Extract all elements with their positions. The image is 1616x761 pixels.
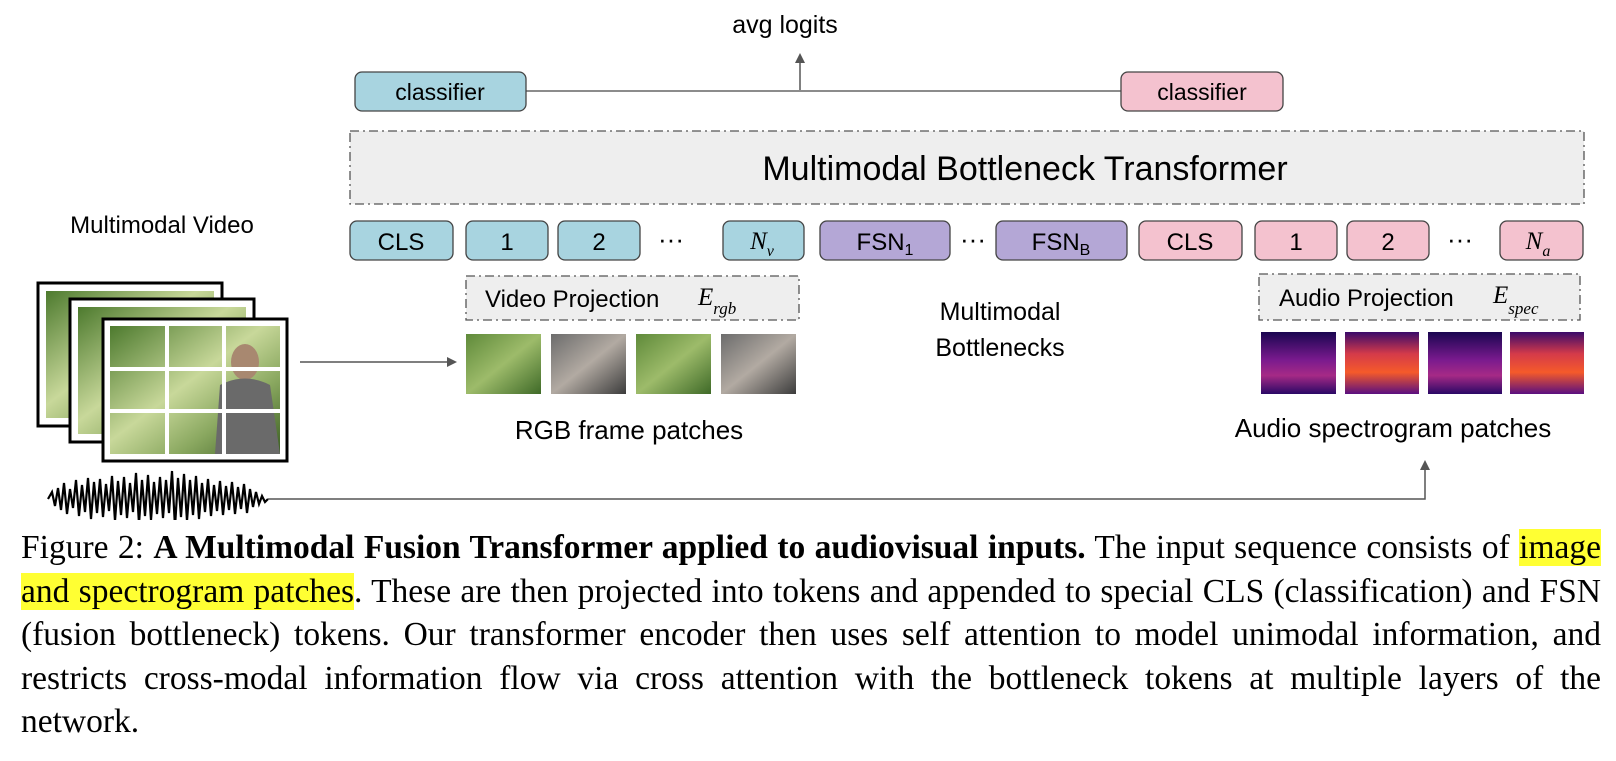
audio-token-2: 2 [1346,220,1430,261]
rgb-patches-label: RGB frame patches [515,415,743,445]
video-projection-symbol: E [697,284,713,311]
rgb-patch-1 [466,334,541,394]
svg-text:Ergb: Ergb [697,284,736,318]
bottleneck-token-first-main: FSN [857,229,905,256]
audio-token-ellipsis: ··· [1447,224,1473,254]
audio-projection-label: Audio Projection [1279,285,1454,312]
rgb-patches [466,334,796,394]
audio-projection: Audio Projection Espec [1258,273,1581,321]
video-frames-stack [36,281,289,463]
caption-prefix: Figure 2: [21,529,154,566]
audio-waveform [47,470,269,520]
bottleneck-token-last-main: FSN [1032,229,1080,256]
svg-text:Nv: Nv [749,228,775,260]
rgb-patch-3 [636,334,711,394]
audio-input-arrow [268,460,1430,500]
svg-text:FSNB: FSNB [1032,229,1091,259]
input-label: Multimodal Video [70,212,254,239]
transformer-label: Multimodal Bottleneck Transformer [762,150,1287,188]
video-token-cls-label: CLS [378,229,425,256]
audio-token-cls: CLS [1138,220,1243,261]
caption-title: A Multimodal Fusion Transformer applied … [153,529,1086,566]
video-token-last: Nv [722,220,805,261]
video-token-2-label: 2 [592,229,605,256]
video-token-2: 2 [557,220,641,261]
classifier-right-label: classifier [1157,79,1247,105]
spectrogram-patch-2 [1345,332,1419,394]
caption-text-1: The input sequence consists of [1085,529,1520,566]
video-token-last-main: N [749,228,768,255]
audio-token-last-sub: a [1542,243,1550,260]
bottleneck-token-first: FSN1 [819,220,951,261]
svg-text:Espec: Espec [1492,282,1539,318]
video-token-last-sub: v [767,243,775,260]
video-token-1-label: 1 [500,229,513,256]
video-token-1: 1 [465,220,549,261]
bottleneck-token-ellipsis: ··· [960,224,986,254]
video-projection-symbol-sub: rgb [713,299,736,318]
audio-token-1: 1 [1254,220,1338,261]
audio-token-cls-label: CLS [1167,229,1214,256]
spectrogram-patch-3 [1428,332,1502,394]
transformer-block: Multimodal Bottleneck Transformer [349,130,1585,205]
video-token-ellipsis: ··· [658,224,684,254]
classifier-left-label: classifier [395,79,485,105]
audio-token-last: Na [1499,220,1584,261]
video-projection: Video Projection Ergb [465,275,800,321]
rgb-patch-4 [721,334,796,394]
spectrogram-patches [1261,332,1584,394]
audio-token-2-label: 2 [1381,229,1394,256]
svg-text:FSN1: FSN1 [857,229,914,259]
bottleneck-token-last-sub: B [1080,242,1091,259]
rgb-patch-2 [551,334,626,394]
video-projection-label: Video Projection [485,286,659,313]
classifier-right: classifier [1120,71,1284,112]
audio-patches-label: Audio spectrogram patches [1235,413,1552,443]
spectrogram-patch-4 [1510,332,1584,394]
bottlenecks-label-line1: Multimodal [940,298,1061,326]
audio-token-1-label: 1 [1289,229,1302,256]
svg-text:Na: Na [1525,228,1551,260]
audio-projection-symbol: E [1492,282,1508,309]
video-token-cls: CLS [349,220,454,261]
bottleneck-token-first-sub: 1 [905,242,914,259]
fusion-transformer-diagram: avg logits classifier classifier Multimo… [36,11,1585,520]
caption-text-2: . These are then projected into tokens a… [21,572,1602,741]
classifier-left: classifier [354,71,527,112]
bottleneck-token-last: FSNB [995,220,1128,261]
figure-caption: Figure 2: A Multimodal Fusion Transforme… [21,526,1601,744]
audio-projection-symbol-sub: spec [1508,299,1539,318]
spectrogram-patch-1 [1261,332,1336,394]
bottlenecks-label-line2: Bottlenecks [935,334,1064,362]
output-label: avg logits [732,11,838,39]
audio-token-last-main: N [1525,228,1544,255]
